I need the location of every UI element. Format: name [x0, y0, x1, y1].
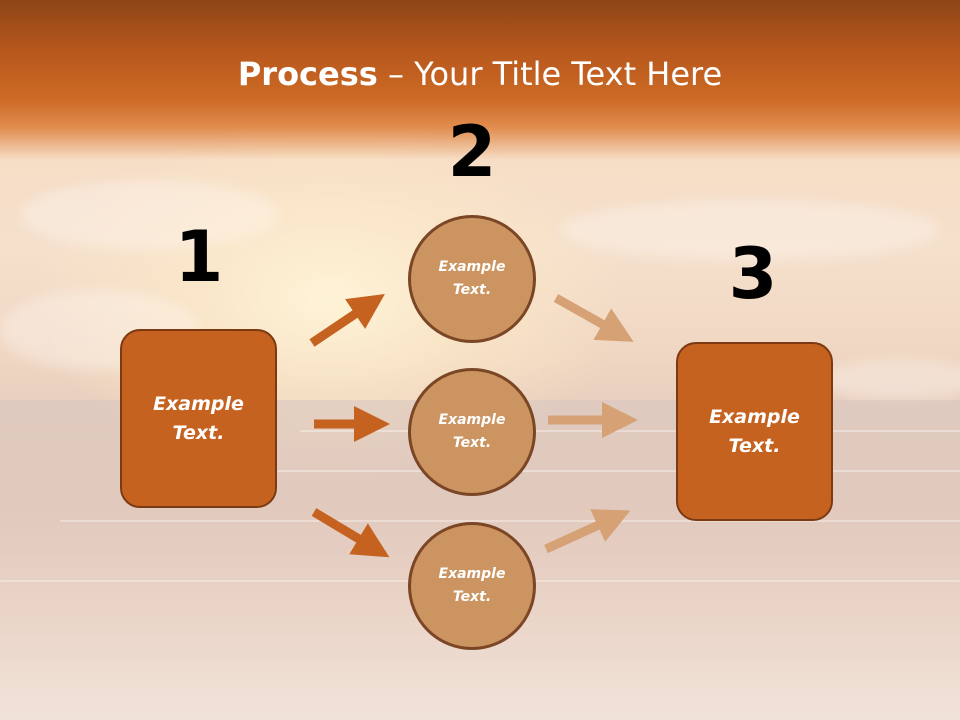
arrow-right-down: [553, 294, 634, 342]
left-box-text: Example Text.: [153, 392, 244, 444]
arrow-right-up: [544, 509, 631, 554]
cloud: [820, 360, 960, 400]
right-box-text: Example Text.: [709, 405, 800, 457]
slide-title: Process – Your Title Text Here: [0, 52, 960, 96]
wave-line: [60, 520, 960, 522]
circle-text: Example Text.: [438, 566, 506, 605]
cloud: [560, 200, 940, 260]
process-circle-bottom[interactable]: Example Text.: [408, 522, 536, 650]
arrow-right-up: [309, 293, 385, 347]
step-number-3: 3: [728, 233, 778, 315]
wave-line: [200, 470, 960, 472]
circle-text: Example Text.: [438, 412, 506, 451]
title-band: [0, 0, 960, 160]
title-bold: Process: [237, 55, 378, 93]
process-circle-top[interactable]: Example Text.: [408, 215, 536, 343]
left-process-box[interactable]: Example Text.: [120, 329, 277, 508]
title-rest: – Your Title Text Here: [377, 55, 723, 93]
cloud: [20, 180, 280, 250]
right-process-box[interactable]: Example Text.: [676, 342, 833, 521]
process-circle-middle[interactable]: Example Text.: [408, 368, 536, 496]
circle-text: Example Text.: [438, 259, 506, 298]
arrow-right-down: [311, 508, 390, 558]
step-number-2: 2: [447, 111, 497, 193]
step-number-1: 1: [174, 216, 224, 298]
